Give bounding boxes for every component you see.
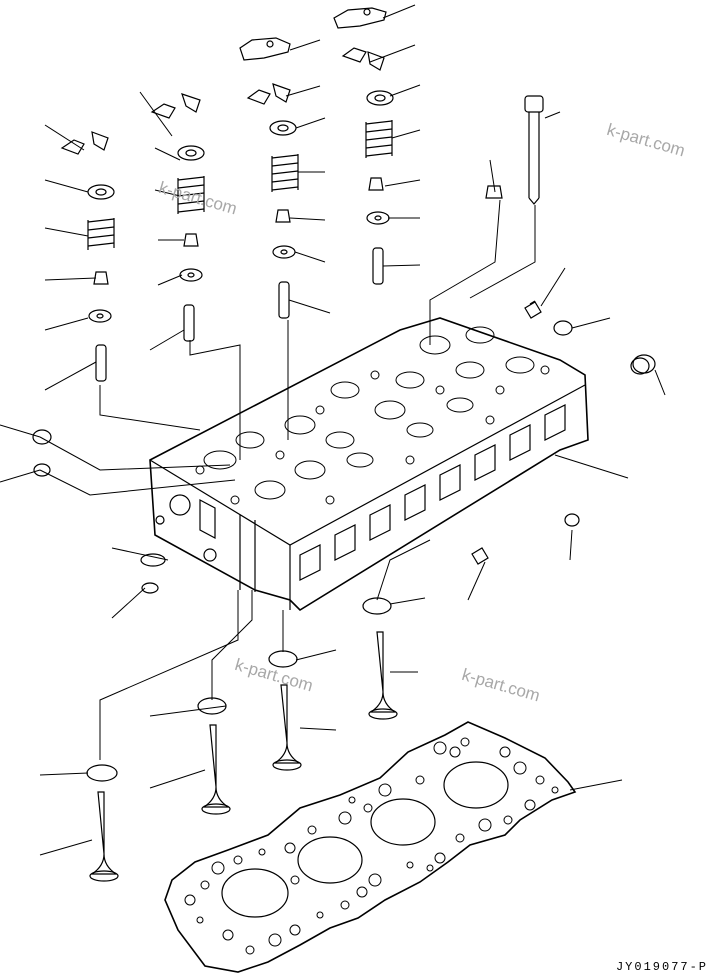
valve-stem-seal-2 — [275, 209, 291, 223]
plug-left-1 — [32, 429, 52, 445]
valve-spring-2 — [271, 154, 299, 192]
valve-spring-retainer-3 — [366, 90, 394, 106]
rocker-bridge-top — [333, 7, 387, 29]
valve-seat-a — [140, 553, 166, 567]
head-gasket — [164, 721, 577, 973]
valve-spring-0 — [87, 218, 115, 250]
valve-spring-retainer-0 — [87, 184, 115, 200]
spring-seat-3 — [366, 211, 390, 225]
rocker-bridge-2 — [239, 37, 291, 61]
valve-spring-3 — [365, 120, 393, 158]
bolt-washer — [485, 185, 503, 199]
valve-guide-2 — [278, 281, 290, 319]
valve-cotter-3 — [341, 47, 385, 71]
valve-spring-retainer-1 — [177, 145, 205, 161]
plug-lower-right — [564, 513, 580, 527]
plug-cap-large — [630, 354, 656, 375]
spring-seat-2 — [272, 245, 296, 259]
leader-lines — [0, 4, 666, 856]
valve-stem-seal-1 — [183, 233, 199, 247]
plug-cup-right — [553, 320, 573, 336]
valve-guide-0 — [95, 344, 107, 382]
valve-2 — [272, 684, 302, 771]
valve-seat-c — [362, 597, 392, 615]
head-bolt — [524, 95, 544, 205]
valve-seat-b — [141, 582, 159, 594]
valve-spring-1 — [177, 176, 205, 214]
valve-seat-f — [86, 764, 118, 782]
plug-bottom — [471, 547, 489, 565]
valve-cotter-0 — [60, 131, 109, 155]
valve-3 — [201, 724, 231, 815]
valve-guide-3 — [372, 247, 384, 285]
spring-seat-0 — [88, 309, 112, 323]
valve-1 — [368, 631, 398, 720]
plug-left-2 — [33, 463, 51, 477]
valve-spring-retainer-2 — [269, 120, 297, 136]
valve-cotter-2 — [246, 83, 291, 105]
valve-guide-1 — [183, 304, 195, 342]
valve-4 — [89, 791, 119, 882]
plug-small-right — [524, 300, 542, 319]
drawing-code: JY019077-P — [615, 960, 708, 974]
valve-stem-seal-3 — [368, 177, 384, 191]
valve-stem-seal-0 — [93, 271, 109, 285]
spring-seat-1 — [179, 268, 203, 282]
valve-cotter-1 — [150, 93, 201, 119]
cylinder-head — [149, 317, 589, 612]
valve-seat-e — [197, 697, 227, 715]
